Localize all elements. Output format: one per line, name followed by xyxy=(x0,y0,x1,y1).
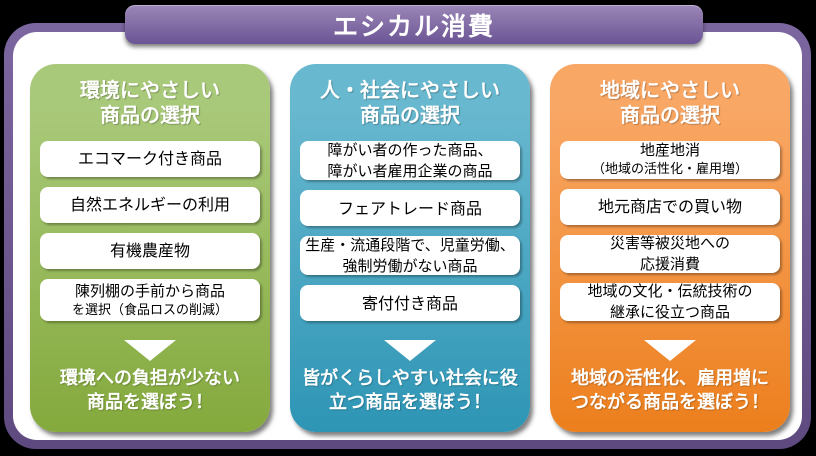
column-conclusion-line: 皆がくらしやすい社会に役 xyxy=(302,368,518,390)
column-environment: 環境にやさしい商品の選択エコマーク付き商品自然エネルギーの利用有機農産物陳列棚の… xyxy=(30,64,270,432)
down-arrow-icon xyxy=(124,340,176,362)
column-conclusion: 皆がくらしやすい社会に役立つ商品を選ぼう！ xyxy=(298,367,522,414)
product-item-box: 地元商店での買い物 xyxy=(560,189,780,225)
product-item-text: 陳列棚の手前から商品 xyxy=(74,281,225,300)
column-local-community: 地域にやさしい商品の選択地産地消（地域の活性化・雇用増）地元商店での買い物災害等… xyxy=(550,64,790,432)
column-header: 地域にやさしい商品の選択 xyxy=(558,78,782,128)
product-item-text: 有機農産物 xyxy=(109,241,190,261)
columns: 環境にやさしい商品の選択エコマーク付き商品自然エネルギーの利用有機農産物陳列棚の… xyxy=(30,64,790,432)
title-banner: エシカル消費 xyxy=(125,5,703,44)
product-item-text: 障がい者の作った商品、 xyxy=(327,140,493,159)
column-people-society: 人・社会にやさしい商品の選択障がい者の作った商品、障がい者雇用企業の商品フェアト… xyxy=(290,64,530,432)
product-item-text: （地域の活性化・雇用増） xyxy=(591,162,748,178)
product-item-text: 生産・流通段階で、児童労働、 xyxy=(305,235,515,254)
column-header-line: 環境にやさしい xyxy=(80,78,220,102)
down-arrow-icon xyxy=(644,340,696,362)
product-item-text: エコマーク付き商品 xyxy=(77,149,222,169)
product-item-text: フェアトレード商品 xyxy=(337,198,482,218)
product-item-box: エコマーク付き商品 xyxy=(40,141,260,177)
column-header-line: 人・社会にやさしい xyxy=(320,78,500,102)
column-header: 環境にやさしい商品の選択 xyxy=(38,78,262,128)
column-header-line: 商品の選択 xyxy=(100,103,200,127)
product-item-box: 有機農産物 xyxy=(40,233,260,269)
product-item-text: 継承に役立つ商品 xyxy=(609,303,730,322)
product-item-text: 地域の文化・伝統技術の xyxy=(587,282,753,301)
column-header-line: 地域にやさしい xyxy=(600,78,740,102)
product-item-text: 寄付付き商品 xyxy=(361,293,458,313)
product-item-box: 地域の文化・伝統技術の継承に役立つ商品 xyxy=(560,282,780,322)
product-item-box: 地産地消 （地域の活性化・雇用増） xyxy=(560,141,780,179)
column-conclusion-line: 地域の活性化、雇用増に xyxy=(571,368,769,390)
column-header-line: 商品の選択 xyxy=(360,103,460,127)
product-item-text: 地元商店での買い物 xyxy=(597,197,742,217)
column-conclusion-line: 立つ商品を選ぼう！ xyxy=(329,391,491,413)
product-item-box: フェアトレード商品 xyxy=(300,190,520,227)
down-arrow-icon xyxy=(384,340,436,362)
column-conclusion: 環境への負担が少ない商品を選ぼう！ xyxy=(38,367,262,414)
product-item-text: 応援消費 xyxy=(639,255,700,274)
column-conclusion-line: つながる商品を選ぼう！ xyxy=(571,391,769,413)
product-item-text: を選択（食品ロスの削減） xyxy=(71,302,228,318)
column-conclusion: 地域の活性化、雇用増につながる商品を選ぼう！ xyxy=(558,367,782,414)
product-item-box: 自然エネルギーの利用 xyxy=(40,187,260,223)
column-header: 人・社会にやさしい商品の選択 xyxy=(298,78,522,128)
product-item-box: 陳列棚の手前から商品を選択（食品ロスの削減） xyxy=(40,279,260,322)
product-item-text: 障がい者雇用企業の商品 xyxy=(327,161,493,180)
product-item-box: 生産・流通段階で、児童労働、強制労働がない商品 xyxy=(300,235,520,276)
product-item-text: 強制労働がない商品 xyxy=(342,256,478,275)
column-header-line: 商品の選択 xyxy=(620,103,720,127)
product-item-box: 災害等被災地への応援消費 xyxy=(560,234,780,274)
product-item-text: 自然エネルギーの利用 xyxy=(69,195,230,215)
column-conclusion-line: 環境への負担が少ない xyxy=(60,368,240,390)
product-item-box: 障がい者の作った商品、障がい者雇用企業の商品 xyxy=(300,140,520,181)
product-item-box: 寄付付き商品 xyxy=(300,285,520,322)
product-item-text: 地産地消 xyxy=(639,141,700,160)
page-title: エシカル消費 xyxy=(332,11,495,41)
column-conclusion-line: 商品を選ぼう！ xyxy=(87,391,213,413)
product-item-text: 災害等被災地への xyxy=(609,234,730,253)
